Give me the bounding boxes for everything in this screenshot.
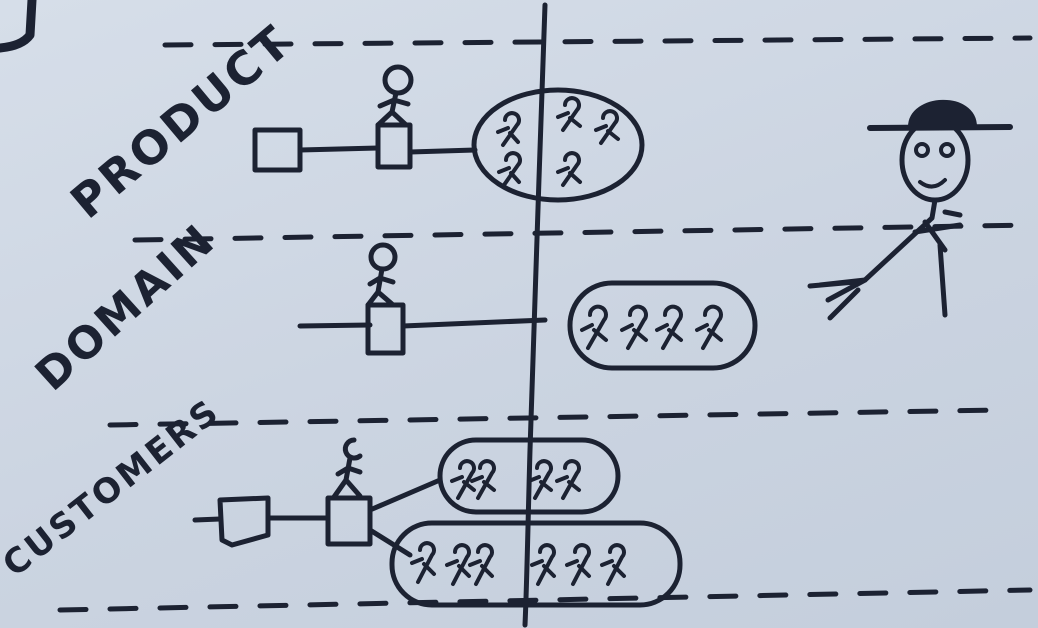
customers-box-owner xyxy=(325,495,373,547)
center-axis-line xyxy=(522,2,548,628)
product-box-owner xyxy=(375,122,413,170)
body-and-arm xyxy=(862,197,963,283)
customers-owner-figure xyxy=(331,437,363,500)
domain-connector-1 xyxy=(297,322,373,329)
domain-connector-2 xyxy=(400,317,548,329)
product-owner-figure xyxy=(375,64,414,128)
lane-divider-bottom xyxy=(57,587,1033,613)
corner-mark xyxy=(0,0,37,53)
customers-connector-3 xyxy=(367,527,413,558)
domain-team-group xyxy=(567,280,758,371)
product-team-group xyxy=(471,87,645,203)
customers-group-bottom xyxy=(389,520,683,608)
lane-divider-product-domain xyxy=(132,222,1033,243)
lane-divider-domain-customers xyxy=(107,407,1003,428)
legs xyxy=(912,222,963,318)
product-connector-1 xyxy=(297,145,381,153)
domain-owner-figure xyxy=(365,242,398,308)
customers-box-left xyxy=(217,495,271,548)
product-box-left xyxy=(252,127,303,173)
product-connector-2 xyxy=(407,147,478,155)
person-with-hat-figure xyxy=(807,99,1013,321)
hand-pitchfork xyxy=(807,277,868,321)
customers-group-top-people xyxy=(450,459,581,500)
customers-connector-0 xyxy=(192,516,223,523)
lane-divider-top xyxy=(162,35,1033,48)
product-team-people xyxy=(496,96,620,187)
customers-group-top xyxy=(437,437,621,515)
customers-connector-2 xyxy=(367,477,443,513)
domain-team-people xyxy=(580,304,723,350)
domain-box-owner xyxy=(365,302,406,356)
customers-group-bottom-people xyxy=(410,541,626,586)
